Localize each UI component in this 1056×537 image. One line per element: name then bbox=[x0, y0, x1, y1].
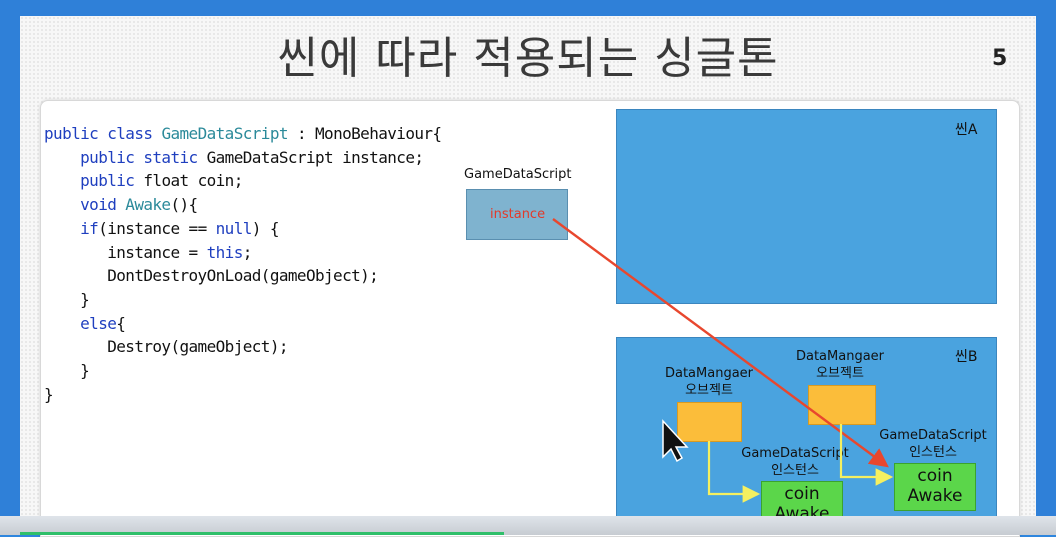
code-token: : MonoBehaviour{ bbox=[287, 124, 442, 143]
gds-instance-2-label: GameDataScript 인스턴스 bbox=[876, 427, 990, 461]
reference-arrow bbox=[552, 218, 889, 468]
code-token: float coin; bbox=[143, 171, 243, 191]
code-line: } bbox=[44, 359, 441, 383]
progress-bar[interactable] bbox=[20, 532, 504, 535]
code-line: public float coin; bbox=[44, 169, 441, 193]
page-number: 5 bbox=[992, 46, 1008, 71]
code-token: (instance == bbox=[98, 218, 216, 238]
static-instance-box bbox=[466, 189, 568, 240]
coin-box-2-field: coin bbox=[917, 466, 953, 486]
data-manager-2-name: DataMangaer bbox=[795, 349, 885, 364]
code-token: Destroy(gameObject); bbox=[44, 337, 288, 357]
code-token: public static bbox=[44, 147, 207, 167]
code-token: { bbox=[116, 313, 126, 333]
data-manager-1-name: DataMangaer bbox=[664, 366, 754, 381]
scene-a-box bbox=[616, 109, 997, 304]
code-line: else{ bbox=[44, 312, 441, 336]
gds-instance-1-type: 인스턴스 bbox=[771, 463, 819, 478]
code-token: } bbox=[44, 361, 90, 381]
coin-box-1-field: coin bbox=[784, 484, 820, 504]
code-token: Awake bbox=[125, 195, 171, 215]
code-token: GameDataScript bbox=[161, 124, 288, 143]
code-token: else bbox=[44, 313, 117, 333]
code-line: instance = this; bbox=[44, 241, 441, 265]
code-line: void Awake(){ bbox=[44, 193, 441, 217]
player-bottom-bar bbox=[0, 516, 1056, 535]
code-token: ) { bbox=[251, 218, 280, 238]
code-token: } bbox=[44, 289, 90, 309]
gds-instance-2-name: GameDataScript bbox=[879, 428, 987, 443]
code-token: ; bbox=[242, 242, 253, 262]
connector-1 bbox=[707, 441, 761, 503]
coin-box-2: coin Awake bbox=[894, 463, 976, 511]
code-line: DontDestroyOnLoad(gameObject); bbox=[44, 264, 441, 288]
code-token: null bbox=[215, 218, 253, 238]
code-line: public class GameDataScript : MonoBehavi… bbox=[44, 122, 442, 146]
code-line: } bbox=[44, 383, 441, 407]
scene-a-label: 씬A bbox=[955, 122, 978, 138]
gds-instance-2-type: 인스턴스 bbox=[909, 445, 957, 460]
slide-title: 씬에 따라 적용되는 싱글톤 bbox=[277, 33, 779, 84]
data-manager-2-type: 오브젝트 bbox=[816, 366, 864, 381]
code-block: public class GameDataScript : MonoBehavi… bbox=[44, 122, 442, 407]
code-line: Destroy(gameObject); bbox=[44, 335, 441, 359]
gds-instance-1-name: GameDataScript bbox=[741, 446, 849, 461]
code-token: } bbox=[44, 384, 54, 404]
connector-2 bbox=[839, 424, 894, 486]
code-token: this bbox=[206, 242, 244, 262]
instance-label: instance bbox=[490, 207, 546, 222]
coin-box-2-method: Awake bbox=[907, 486, 963, 506]
code-token: void bbox=[44, 195, 126, 215]
data-manager-1-type: 오브젝트 bbox=[685, 383, 733, 398]
code-line: public static GameDataScript instance; bbox=[44, 146, 441, 170]
scene-b-label: 씬B bbox=[955, 349, 978, 365]
data-manager-1-label: DataMangaer 오브젝트 bbox=[654, 365, 764, 399]
code-token: (){ bbox=[170, 195, 198, 215]
mouse-cursor-icon bbox=[662, 419, 689, 463]
code-token: if bbox=[44, 218, 99, 238]
code-token: public bbox=[44, 171, 144, 191]
code-line: } bbox=[44, 288, 441, 312]
data-manager-2-label: DataMangaer 오브젝트 bbox=[785, 348, 895, 382]
code-token: instance = bbox=[44, 242, 207, 262]
gds-instance-1-label: GameDataScript 인스턴스 bbox=[738, 445, 852, 479]
data-manager-2-box bbox=[808, 385, 876, 425]
code-token: DontDestroyOnLoad(gameObject); bbox=[44, 266, 379, 286]
code-token: public class bbox=[44, 124, 162, 143]
code-token: GameDataScript instance; bbox=[206, 147, 424, 167]
game-data-script-label: GameDataScript bbox=[464, 167, 572, 182]
data-manager-1-box bbox=[677, 402, 742, 442]
code-line: if(instance == null) { bbox=[44, 217, 441, 241]
